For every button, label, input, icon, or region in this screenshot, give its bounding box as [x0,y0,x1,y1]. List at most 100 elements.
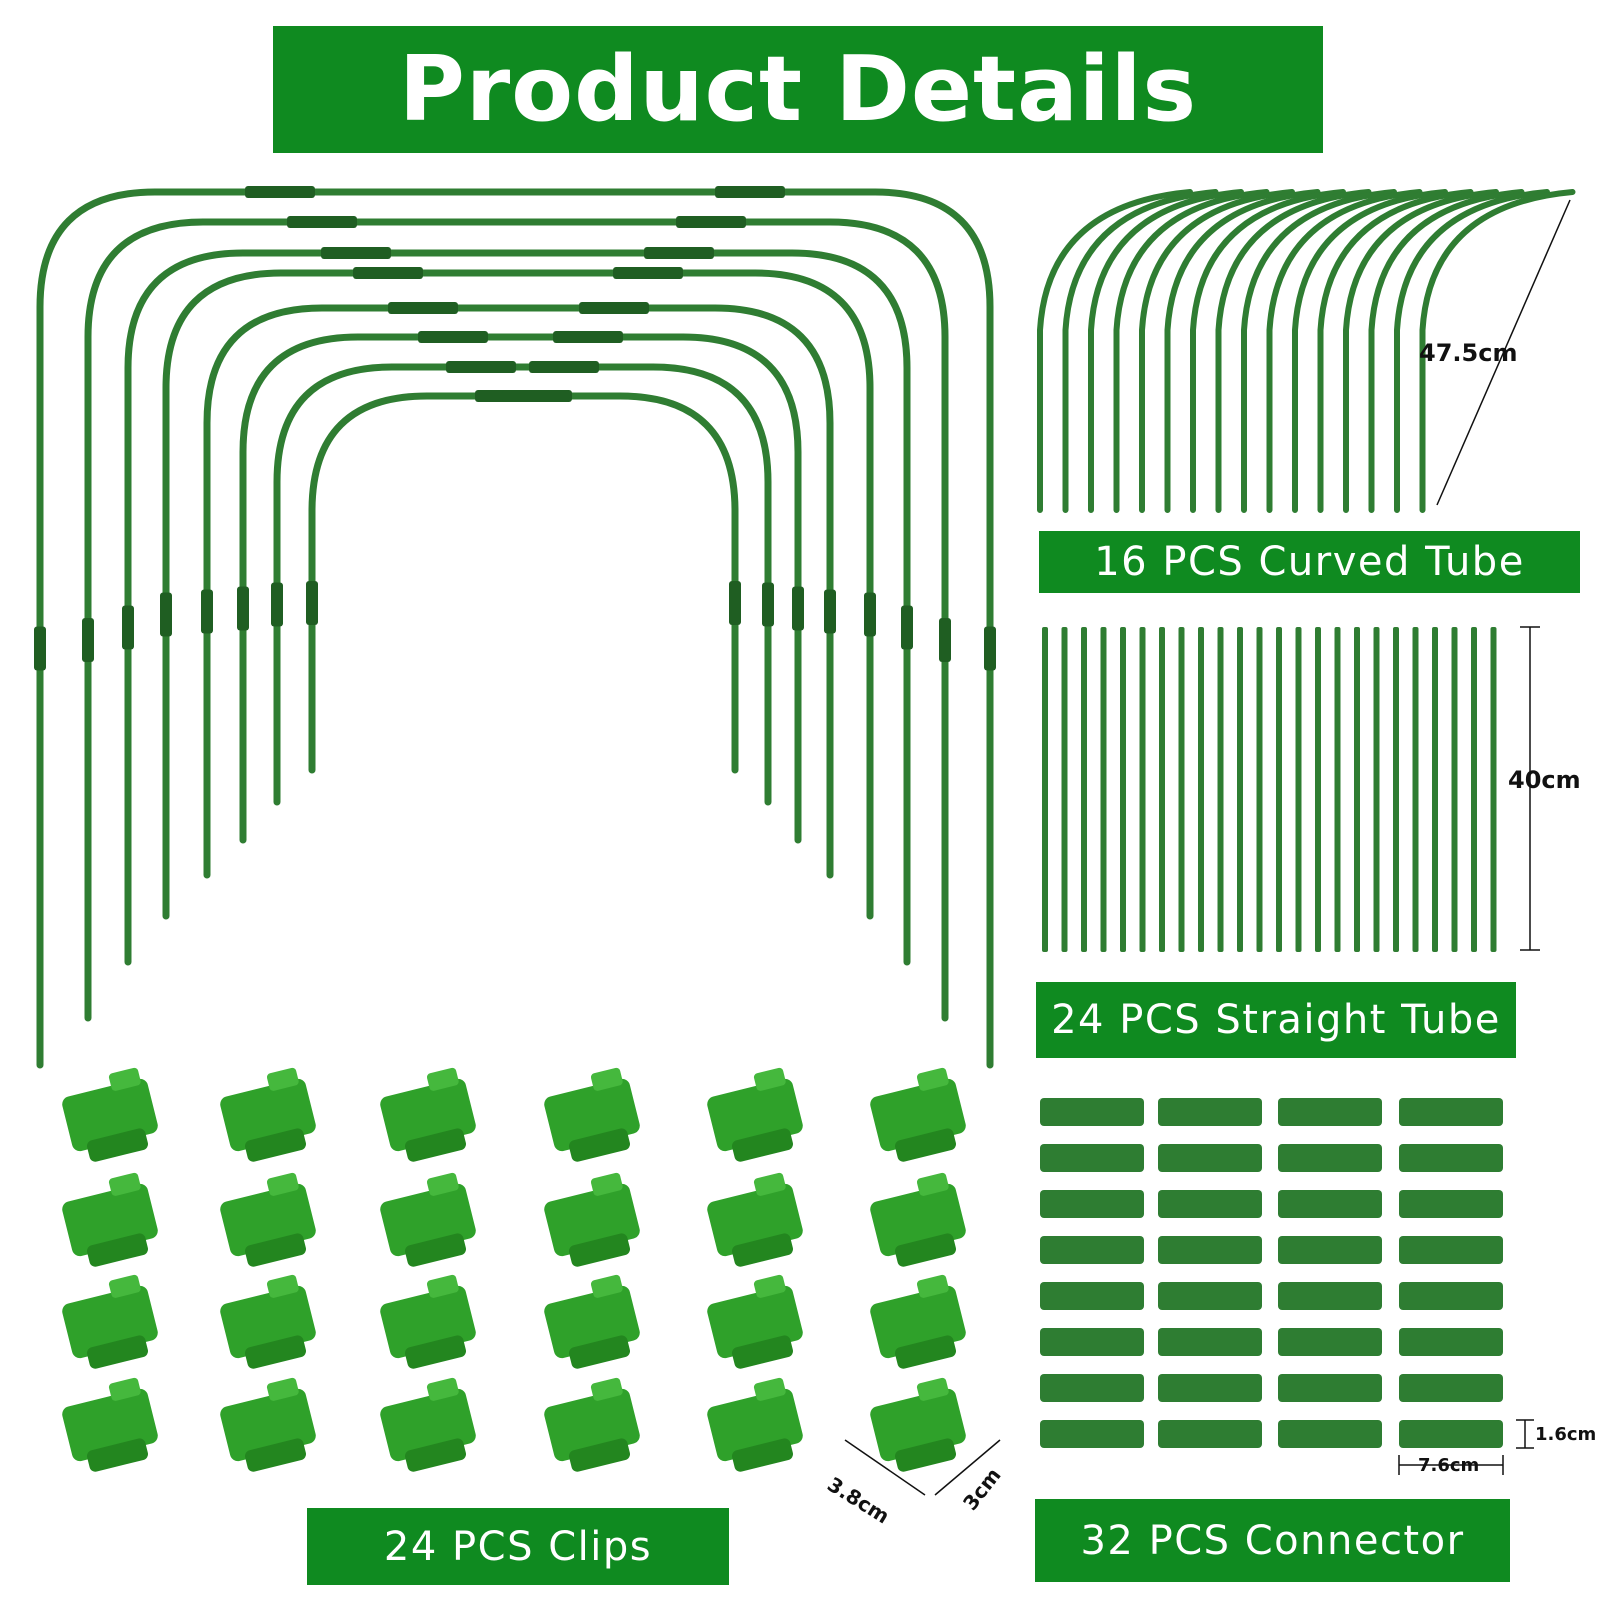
connector-piece [1040,1190,1144,1218]
curved-dimension-line [1436,199,1571,506]
straight-tube [1295,627,1302,952]
clip [220,1067,316,1162]
clip [870,1274,966,1369]
clip-tab [266,1172,299,1196]
connector-piece [1278,1236,1382,1264]
hoop-joint [321,247,391,259]
hoop-joint [245,186,315,198]
clip-base [569,1438,630,1472]
clip-base [895,1335,956,1369]
hoop-joint [306,581,318,625]
clip-base [732,1335,793,1369]
clip [380,1377,476,1472]
hoop-joint [237,586,249,631]
clip-width-line [844,1439,926,1496]
clip-base [245,1233,306,1267]
curved-tube [1317,189,1474,513]
connector-piece [1278,1144,1382,1172]
clip-base [405,1335,466,1369]
connector-piece [1040,1328,1144,1356]
hoop-arch [203,304,834,879]
straight-tube [1373,627,1380,952]
hoop-joint [824,589,836,634]
curved-tube [1419,189,1576,513]
clip [870,1067,966,1162]
hoop-joint [529,361,599,373]
curved-tube [1062,189,1219,513]
clip-base [245,1438,306,1472]
connector-piece [1158,1144,1262,1172]
hoop-arches [34,186,996,1069]
clip [220,1172,316,1267]
connector-piece [1158,1236,1262,1264]
clip [707,1274,803,1369]
clip-base [245,1335,306,1369]
hoop-joint [82,618,94,662]
clip-base [87,1335,148,1369]
clip-tab [753,1172,786,1196]
clip-base [895,1233,956,1267]
connector-piece [1399,1190,1503,1218]
hoop-joint [287,216,357,228]
clip [380,1067,476,1162]
straight-tube [1061,627,1068,952]
clip-tab [590,1067,623,1091]
clip-tab [266,1067,299,1091]
connector-piece [1040,1420,1144,1448]
hoop-arch [84,218,949,1022]
connector-banner: 32 PCS Connector [1035,1499,1510,1582]
straight-tube [1256,627,1263,952]
clip [62,1377,158,1472]
connector-piece [1278,1328,1382,1356]
clip [544,1377,640,1472]
clip-tab [590,1172,623,1196]
straight-tube [1354,627,1360,952]
curved-tube [1190,189,1346,513]
curved-tube [1113,189,1270,513]
curved-tube [1266,189,1423,513]
clip-tab [916,1274,949,1298]
clip-tab [916,1377,949,1401]
clip-base [87,1128,148,1162]
curved-tube [1368,189,1525,513]
clip [707,1067,803,1162]
hoop-arch [273,363,772,806]
clip-base [569,1335,630,1369]
hoop-joint [729,581,741,625]
clip-base [895,1128,956,1162]
clip-tab [426,1067,459,1091]
hoop-joint [984,626,996,671]
hoop-joint [644,247,714,259]
hoop-joint [901,605,913,650]
clip [707,1377,803,1472]
clip [62,1172,158,1267]
straight-tube [1100,627,1107,952]
connector-piece [1040,1098,1144,1126]
clip-base [87,1438,148,1472]
straight-tube [1159,627,1165,952]
connector-piece [1040,1282,1144,1310]
straight-tube [1451,627,1458,952]
hoop-joint [271,582,283,627]
clip-tab [753,1274,786,1298]
connector-piece [1158,1420,1262,1448]
straight-tube [1315,627,1321,952]
clip [544,1067,640,1162]
straight-tube [1432,627,1438,952]
clip-tab [426,1377,459,1401]
connector-piece [1399,1328,1503,1356]
clip-tab [426,1274,459,1298]
connector-diameter-label: 1.6cm [1535,1424,1597,1445]
straight-length-label: 40cm [1508,766,1581,794]
clip [62,1274,158,1369]
hoop-joint [762,582,774,627]
title-banner: Product Details [273,26,1323,153]
connector-piece [1278,1374,1382,1402]
connector-piece [1278,1420,1382,1448]
clip-tab [266,1274,299,1298]
hoop-joint [388,302,458,314]
hoop-joint [613,267,683,279]
clip-base [895,1438,956,1472]
hoop-joint [353,267,423,279]
